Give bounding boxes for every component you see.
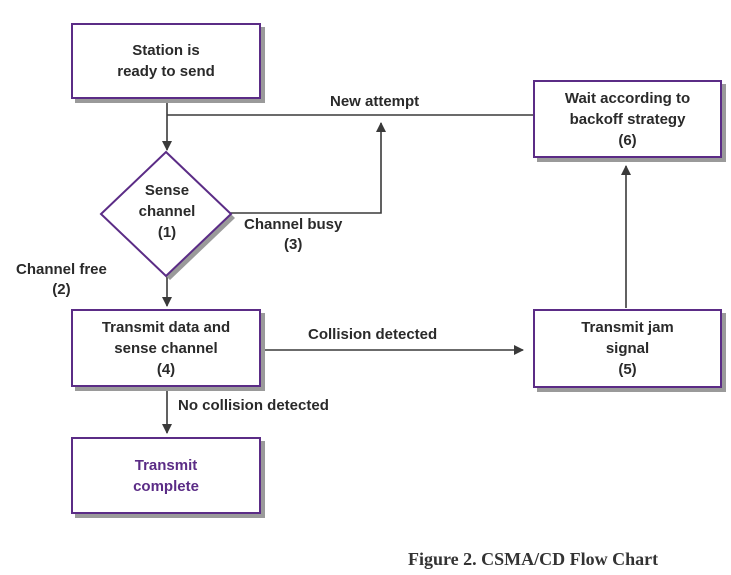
edge-label-channel-free: Channel free (2) (16, 260, 107, 300)
node-text: Transmit jam (581, 319, 674, 336)
node-transmit-jam: Transmit jam signal (5) (533, 309, 722, 388)
node-text: Station is (132, 42, 200, 59)
sense-channel-diamond (99, 150, 233, 278)
node-text: signal (605, 340, 650, 357)
edge-label-no-collision: No collision detected (178, 397, 329, 414)
edge-label-text: (3) (284, 236, 303, 253)
node-text: (5) (618, 361, 637, 378)
node-wait-backoff: Wait according to backoff strategy (6) (533, 80, 722, 158)
edge-label-new-attempt: New attempt (330, 93, 420, 110)
node-transmit-data: Transmit data and sense channel (4) (71, 309, 261, 387)
node-text: backoff strategy (569, 110, 686, 128)
node-text: Sense (144, 182, 190, 199)
node-text: (4) (156, 360, 176, 378)
figure-caption: Figure 2. CSMA/CD Flow Chart (408, 549, 659, 569)
edge-label-text: (2) (52, 281, 71, 298)
edge-label-collision-detected: Collision detected (308, 326, 438, 343)
node-text: Wait according to (564, 89, 691, 107)
node-text: Transmit data and (101, 318, 231, 336)
edge-label-channel-busy: Channel busy (3) (244, 215, 342, 255)
node-text: (6) (618, 131, 637, 149)
node-text: channel (138, 203, 196, 220)
node-text: (1) (157, 224, 177, 241)
edge-label-text: Channel busy (244, 216, 343, 233)
node-sense-channel-label: Sense channel (1) (112, 180, 222, 243)
node-text: complete (133, 477, 199, 495)
node-text: sense channel (114, 339, 218, 357)
node-station-ready: Station is ready to send (71, 23, 261, 99)
node-transmit-complete: Transmit complete (71, 437, 261, 514)
edge-label-text: Channel free (16, 261, 107, 278)
node-text: Transmit (134, 456, 198, 474)
arrow-channel-busy (230, 122, 386, 214)
node-text: ready to send (117, 63, 215, 80)
